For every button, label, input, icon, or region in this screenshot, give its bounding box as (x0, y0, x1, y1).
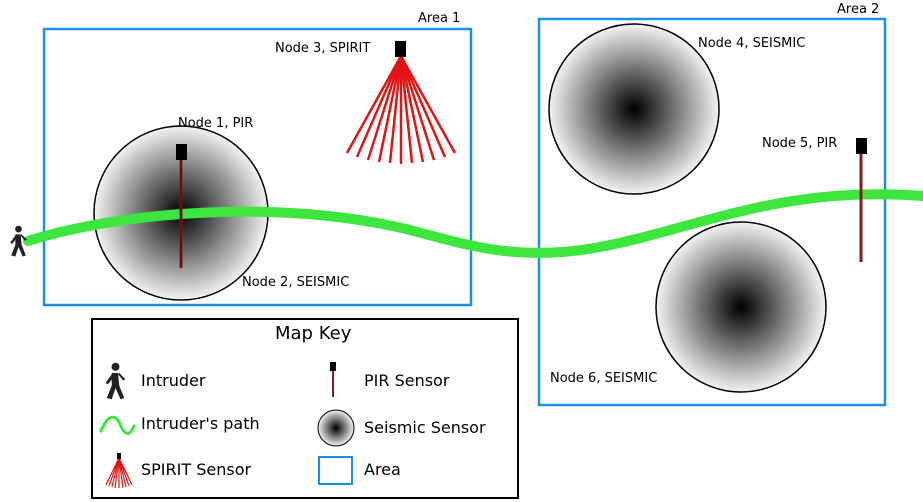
pir-sensor-icon (330, 362, 336, 397)
map-key-title: Map Key (275, 323, 352, 344)
seismic-sensor-node-6 (655, 221, 827, 393)
wave-icon (99, 415, 136, 435)
area-2-label: Area 2 (837, 2, 880, 17)
node-2-label: Node 2, SEISMIC (242, 275, 350, 290)
key-area-label: Area (364, 460, 401, 479)
node-5-label: Node 5, PIR (762, 136, 838, 151)
spirit-sensor-node-3 (345, 41, 457, 164)
node-4-label: Node 4, SEISMIC (698, 36, 806, 51)
key-pir-label: PIR Sensor (364, 371, 450, 390)
spirit-fan-icon (105, 453, 133, 489)
area-box-icon (318, 456, 353, 485)
key-spirit-label: SPIRIT Sensor (141, 460, 252, 479)
map-key-box (91, 318, 519, 499)
key-path-label: Intruder's path (141, 414, 260, 433)
node-1-label: Node 1, PIR (178, 116, 254, 131)
node-3-label: Node 3, SPIRIT (275, 41, 371, 56)
seismic-sensor-node-4 (548, 23, 720, 195)
node-6-label: Node 6, SEISMIC (550, 371, 658, 386)
key-seismic-label: Seismic Sensor (364, 418, 486, 437)
key-intruder-label: Intruder (141, 371, 206, 390)
pir-sensor-node-1 (176, 144, 187, 268)
seismic-circle-icon (317, 409, 355, 447)
area-2-box (537, 17, 887, 407)
area-1-box (42, 27, 473, 307)
area-1-label: Area 1 (418, 11, 461, 26)
pir-sensor-node-5 (856, 138, 867, 262)
